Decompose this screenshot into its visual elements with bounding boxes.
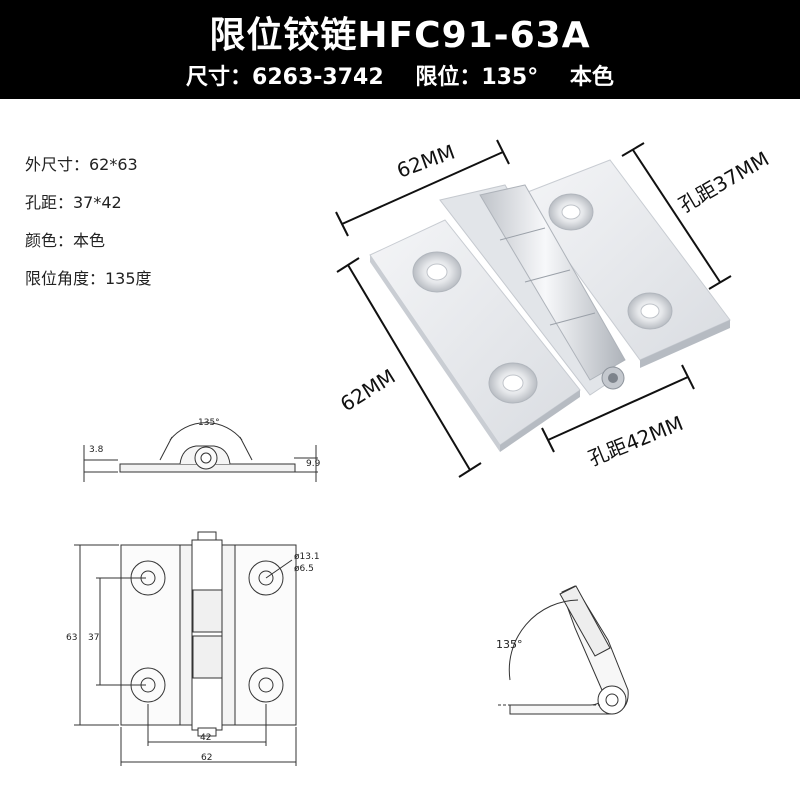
spec-hole-pitch: 孔距：37*42 xyxy=(25,193,122,212)
front-hole-v-label: 37 xyxy=(88,633,99,643)
side-angle-label: 135° xyxy=(198,418,220,428)
hinge-photo-holes xyxy=(412,193,673,404)
page-title: 限位铰链HFC91-63A xyxy=(209,15,591,56)
side-view-drawing xyxy=(83,422,318,482)
front-height-label: 63 xyxy=(66,633,77,643)
angle-view-label: 135° xyxy=(496,638,523,651)
side-left-dim: 3.8 xyxy=(89,445,104,455)
subtitle-row: 尺寸：6263-3742 限位：135° 本色 xyxy=(0,59,800,95)
spec-color: 颜色：本色 xyxy=(25,231,106,250)
bottom-hole-label: 孔距42MM xyxy=(585,411,687,471)
inner-dia-label: ø6.5 xyxy=(294,564,314,574)
front-view-drawing xyxy=(74,531,297,766)
spec-outer-size: 外尺寸：62*63 xyxy=(25,155,138,174)
right-hole-label: 孔距37MM xyxy=(675,147,774,218)
left-height-label: 62MM xyxy=(336,364,400,416)
spec-list: 外尺寸：62*63 孔距：37*42 颜色：本色 限位角度：135度 xyxy=(25,146,152,298)
side-right-dim: 9.9 xyxy=(306,459,321,469)
product-dimension-lines xyxy=(335,139,732,478)
front-hole-h-label: 42 xyxy=(200,733,211,743)
spec-limit-angle: 限位角度：135度 xyxy=(25,269,152,288)
limit-label: 限位：135° xyxy=(415,65,539,90)
hinge-photo xyxy=(369,159,731,452)
angle-view-drawing xyxy=(498,585,629,715)
title-banner: 限位铰链HFC91-63A 尺寸：6263-3742 限位：135° 本色 xyxy=(0,0,800,99)
front-width-label: 62 xyxy=(201,753,212,763)
color-label: 本色 xyxy=(569,65,614,90)
outer-dia-label: ø13.1 xyxy=(294,552,320,562)
size-label: 尺寸：6263-3742 xyxy=(186,65,384,90)
